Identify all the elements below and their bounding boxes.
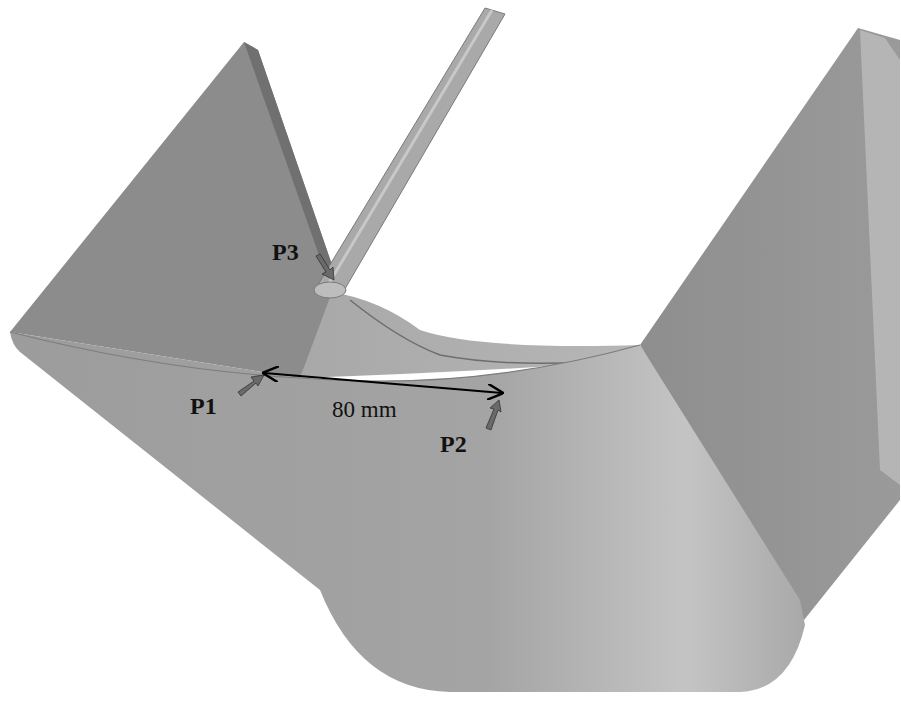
front-face — [10, 332, 805, 692]
dimension-label: 80 mm — [332, 398, 397, 421]
point-arrows — [238, 254, 501, 430]
point-label: P2 — [440, 432, 467, 456]
left-wall-edge — [244, 42, 340, 292]
left-wall — [10, 42, 340, 378]
dimension-line — [264, 373, 502, 393]
rib-end — [314, 282, 346, 298]
point-label: P3 — [272, 240, 299, 264]
center-rib — [316, 8, 505, 294]
point-label: P1 — [190, 394, 217, 418]
rib-highlight — [325, 10, 492, 290]
front-top-edge — [10, 332, 640, 381]
floor-crease — [350, 300, 640, 363]
right-flange — [860, 30, 900, 485]
